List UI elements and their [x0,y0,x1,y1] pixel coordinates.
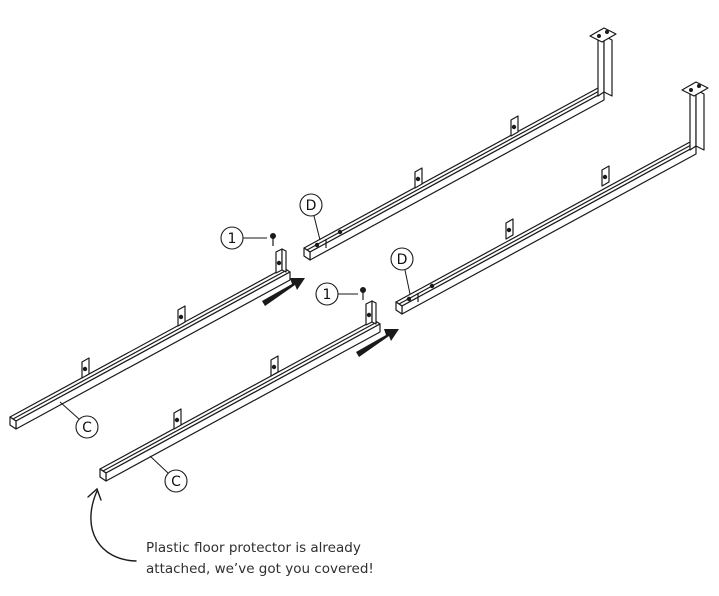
callout-d-front: D [390,247,414,295]
callout-c-front-label: C [171,474,181,490]
frame-d-rear [303,27,617,261]
rail-c-rear [9,248,291,430]
callout-c-rear-label: C [82,420,92,436]
callout-d-front-label: D [397,252,408,268]
callout-c-front: C [149,455,188,493]
callout-screw-rear-label: 1 [228,231,237,247]
screw-rear [270,233,277,246]
insert-arrow-front [356,329,399,357]
callout-screw-front: 1 [315,282,358,306]
curved-pointer-arrow [87,487,137,562]
insert-arrow-rear [262,278,305,306]
note-line-2: attached, we’ve got you covered! [146,561,374,577]
callout-screw-rear: 1 [220,226,267,250]
floor-protector-note: Plastic floor protector is already attac… [146,538,446,580]
screw-front [360,287,367,300]
rail-c-front [99,300,381,482]
callout-d-rear-label: D [306,198,317,214]
frame-d-front [395,81,709,315]
callout-c-rear: C [59,401,99,439]
callout-screw-front-label: 1 [323,287,332,303]
note-line-1: Plastic floor protector is already [146,540,361,556]
callout-d-rear: D [299,193,323,241]
